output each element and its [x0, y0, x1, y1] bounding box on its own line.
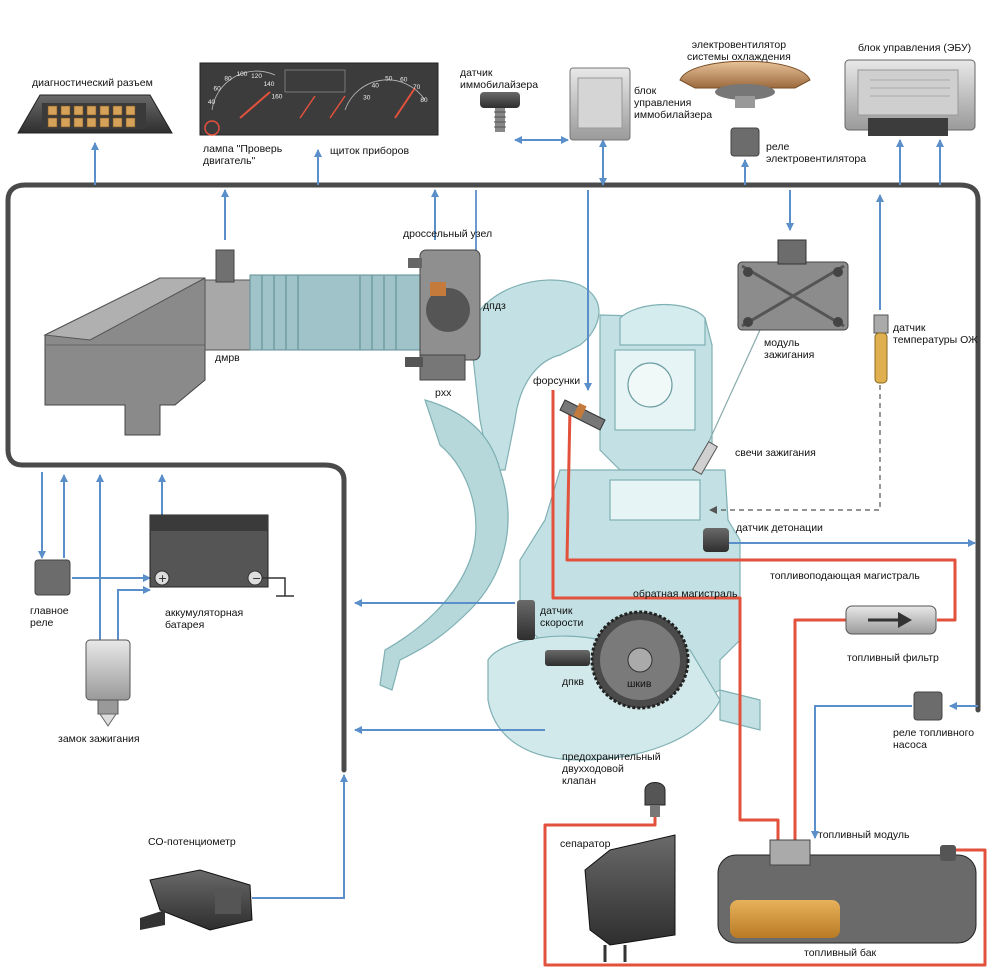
tacho-tick-50: 50 [385, 76, 393, 83]
battery: + − [149, 514, 294, 597]
exhaust-manifold [379, 399, 509, 691]
label-injectors: форсунки [533, 375, 581, 387]
tacho-tick-60: 60 [400, 76, 408, 83]
label-ecu: блок управления (ЭБУ) [858, 42, 972, 54]
label-fuel-module: топливный модуль [818, 829, 910, 841]
ignition-lead [704, 329, 761, 451]
intake-manifold [469, 279, 600, 471]
fuel-lines [543, 390, 987, 967]
speedo-tick-140: 140 [264, 81, 275, 88]
svg-text:+: + [158, 572, 167, 585]
svg-text:−: − [252, 572, 261, 585]
label-separator: сепаратор [560, 838, 611, 850]
label-coolant-temp-sensor: датчик температуры ОЖ [893, 322, 978, 346]
fuel-tank [717, 839, 977, 944]
coolant-temp-sensor [873, 314, 889, 384]
label-fuel-filter: топливный фильтр [847, 652, 939, 664]
knock-sensor [703, 528, 729, 552]
fuel-filter-to-module [793, 618, 846, 840]
speedo-tick-40: 40 [208, 99, 216, 106]
label-maf: дмрв [215, 352, 240, 364]
label-fuel-pump-relay: реле топливного насоса [893, 727, 975, 751]
main-relay [34, 559, 71, 596]
diagnostic-connector[interactable] [17, 94, 173, 134]
fuel-supply-line [565, 407, 957, 622]
throttle-body [405, 249, 481, 381]
speedo-tick-60: 60 [213, 86, 221, 93]
air-filter-housing [43, 277, 206, 436]
label-immobilizer-sensor: датчик иммобилайзера [460, 67, 539, 91]
label-fuel-tank: топливный бак [804, 947, 877, 959]
label-tps: дпдз [483, 300, 506, 312]
fuel-filter [845, 605, 937, 635]
label-knock-sensor: датчик детонации [736, 522, 823, 534]
cooling-fan [679, 60, 811, 108]
engine [379, 279, 761, 761]
label-cooling-fan: электровентилятор системы охлаждения [687, 39, 791, 63]
ignition-module [737, 239, 849, 331]
separator [584, 834, 676, 962]
valve-cover [619, 304, 706, 346]
label-instrument-panel: щиток приборов [330, 145, 410, 157]
co-potentiometer [140, 869, 253, 931]
label-ignition-module: модуль зажигания [764, 337, 815, 361]
label-fan-relay: реле электровентилятора [766, 141, 867, 165]
label-safety-valve: предохранительный двухходовой клапан [562, 751, 661, 787]
ckp-sensor [545, 650, 590, 666]
fuel-pump-relay [913, 691, 943, 721]
label-ckp-sensor: дпкв [562, 676, 584, 688]
ecu [844, 59, 976, 136]
wiring-harness [5, 182, 981, 773]
fuel-injector [559, 399, 606, 431]
immobilizer-sensor [480, 92, 520, 132]
label-spark-plugs: свечи зажигания [735, 447, 816, 459]
tacho-tick-70: 70 [413, 84, 421, 91]
label-battery: аккумуляторная батарея [165, 607, 244, 631]
spark-plug [691, 440, 719, 476]
label-iac: pxx [435, 387, 452, 399]
intake-hose [249, 274, 426, 351]
label-ignition-switch: замок зажигания [58, 733, 140, 745]
label-throttle-body: дроссельный узел [403, 228, 493, 240]
speed-sensor [517, 600, 535, 640]
maf-sensor [204, 249, 251, 351]
fuel-return-line [551, 390, 780, 840]
ignition-switch [85, 639, 131, 727]
safety-valve [644, 782, 666, 817]
fan-relay [730, 127, 760, 157]
label-main-relay: главное реле [30, 605, 69, 629]
speedo-tick-120: 120 [251, 73, 262, 80]
label-co-potentiometer: СО-потенциометр [148, 836, 236, 848]
label-check-engine-lamp: лампа "Проверь двигатель" [203, 143, 283, 167]
immobilizer-unit [569, 67, 631, 141]
signal-arrows [38, 136, 978, 899]
label-diagnostic-connector: диагностический разъем [32, 77, 153, 89]
label-pulley: шкив [627, 678, 652, 690]
speedo-tick-100: 100 [237, 71, 248, 78]
label-fuel-supply-line: топливоподающая магистраль [770, 570, 920, 582]
speedo-tick-160: 160 [271, 93, 282, 100]
tacho-tick-80: 80 [420, 97, 428, 104]
label-speed-sensor: датчик скорости [540, 605, 584, 629]
crankshaft-pulley [590, 610, 690, 710]
tacho-tick-30: 30 [363, 95, 371, 102]
label-return-line: обратная магистраль [633, 588, 738, 600]
check-engine-lamp [204, 120, 220, 136]
label-immobilizer-unit: блок управления иммобилайзера [634, 85, 713, 121]
tacho-tick-40: 40 [372, 82, 380, 89]
speedo-tick-80: 80 [224, 76, 232, 83]
coolant-sensor-dashed-line [709, 385, 881, 514]
